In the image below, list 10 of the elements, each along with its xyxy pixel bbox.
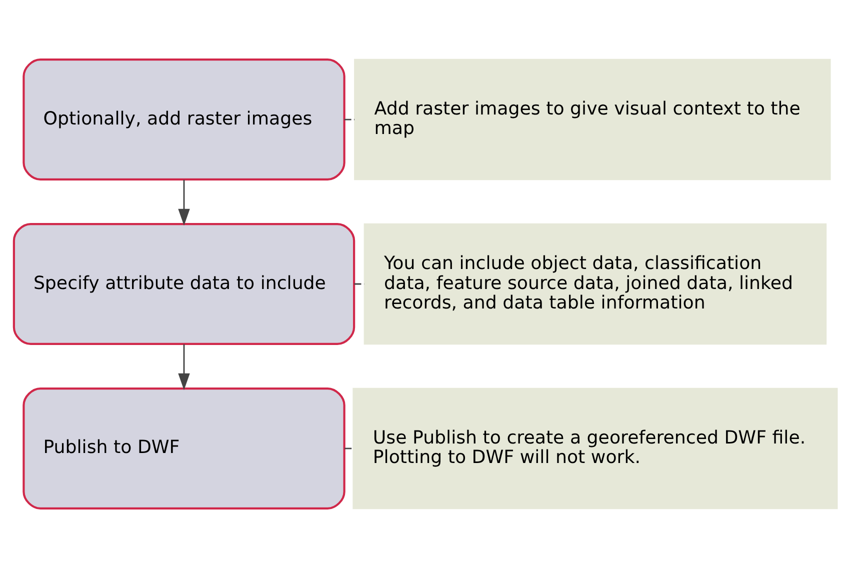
node-box: Add raster images to give visual context to the map	[354, 58, 831, 180]
arrow	[178, 180, 190, 226]
node-box: Optionally, add raster images	[22, 58, 346, 180]
node-box: Specify attribute data to include	[12, 223, 356, 345]
connector	[344, 448, 353, 450]
connector	[344, 118, 355, 120]
arrow	[178, 344, 190, 390]
node-box: You can include object data, classification data, feature source data, joined data, linked records, and data table information	[364, 223, 827, 345]
node-box: Publish to DWF	[22, 388, 346, 510]
node-box: Use Publish to create a georeferenced DWF file. Plotting to DWF will not work.	[352, 388, 838, 510]
